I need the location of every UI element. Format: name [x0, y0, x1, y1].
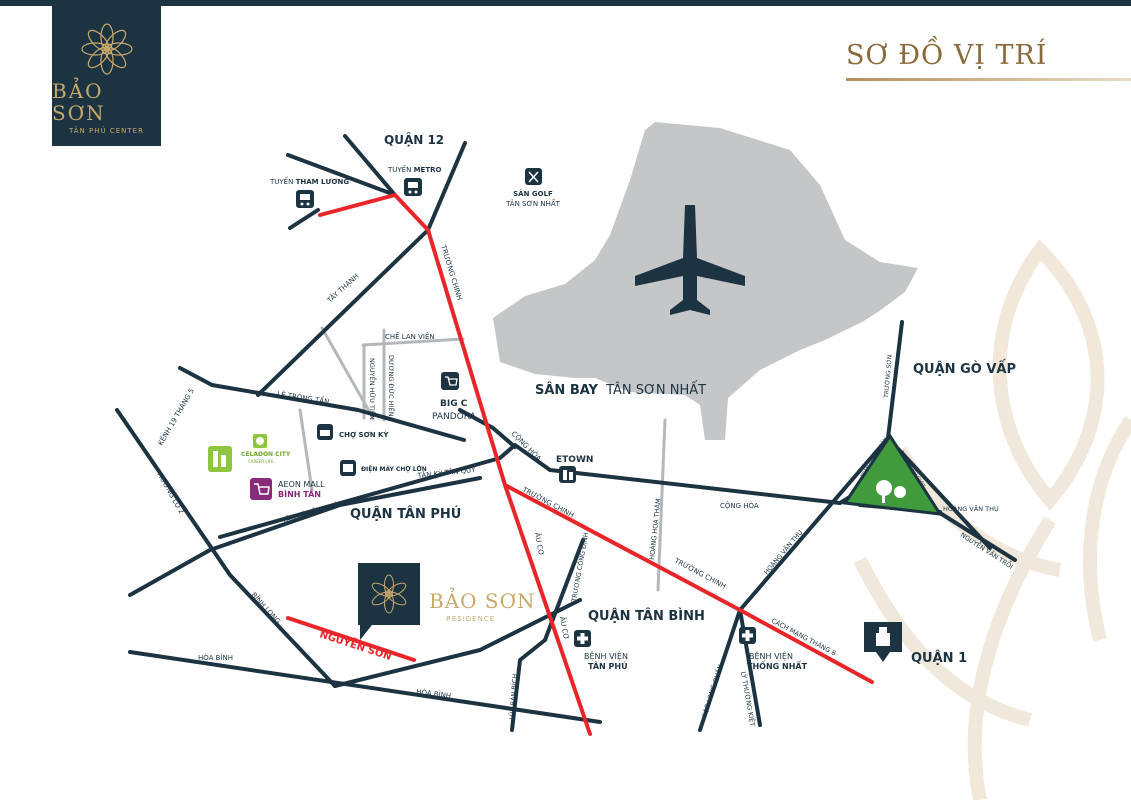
- road-label-huong-lo-2: HƯƠNG LỘ 2: [155, 471, 186, 516]
- hospital-icon: [574, 630, 591, 647]
- road-label-hoang-van-thu-2: HOÀNG VĂN THỤ: [943, 504, 999, 513]
- landmark-icon: [864, 622, 902, 662]
- road-label-duong-duc-hien: DƯƠNG ĐỨC HIỀN: [387, 355, 397, 417]
- project-name: BẢO SƠN: [429, 587, 536, 613]
- minor-roads: [298, 326, 667, 592]
- road-label-au-co-2: ÂU CƠ: [558, 616, 571, 641]
- poi-metro[interactable]: TUYẾN METRO: [387, 164, 441, 196]
- district-label-go-vap: QUẬN GÒ VẤP: [913, 359, 1016, 377]
- poi-etown[interactable]: ETOWN: [556, 455, 593, 483]
- airport-label-bold: SÂN BAY: [535, 382, 599, 398]
- airport-label: SÂN BAY TÂN SƠN NHẤT: [535, 381, 706, 398]
- highlight-roads: [286, 193, 874, 736]
- poi-cho-son-ky-label: CHỢ SƠN KỲ: [339, 430, 389, 439]
- top-bar: [0, 0, 1131, 6]
- project-marker[interactable]: BẢO SƠN RESIDENCE: [358, 563, 536, 640]
- background-lotus-pattern: [853, 239, 1131, 800]
- poi-cho-son-ky[interactable]: CHỢ SƠN KỲ: [317, 424, 389, 440]
- poi-etown-label: ETOWN: [556, 455, 593, 465]
- road-label-nguyen-huu-tien: NGUYỄN HỮU TIẾN: [368, 358, 378, 420]
- road-label-che-lan-vien: CHẾ LAN VIÊN: [385, 331, 435, 341]
- poi-celadon-label-2: CAREER LIFE: [248, 459, 274, 464]
- appliance-store-icon: [340, 460, 356, 476]
- brand-logo: BẢO SƠN TÂN PHÚ CENTER: [52, 6, 161, 146]
- road-label-hoa-binh-2: HÒA BÌNH: [416, 687, 452, 700]
- poi-bv-tan-phu-label-2: TÂN PHÚ: [588, 660, 628, 671]
- road-label-binh-long: BÌNH LONG: [250, 590, 283, 625]
- poi-golf-label-1: SÂN GOLF: [513, 189, 553, 198]
- poi-bv-tan-phu-label-1: BỆNH VIỆN: [584, 650, 628, 662]
- lotus-logo-icon: [80, 23, 133, 75]
- poi-golf-label-2: TÂN SƠN NHẤT: [505, 198, 561, 208]
- project-lotus-icon: [371, 574, 407, 614]
- aeon-cart-icon: [250, 478, 272, 500]
- celadon-logo-icon: [253, 434, 267, 448]
- road-label-au-co-1: ÂU CƠ: [533, 532, 546, 557]
- road-label-hoang-van-thu: HOÀNG VĂN THỤ: [762, 528, 805, 577]
- poi-bigc-label-1: BIG C: [440, 399, 468, 409]
- road-label-nguyen-son: NGUYỄN SƠN: [318, 626, 394, 663]
- airplane-icon: [635, 205, 745, 315]
- road-label-truong-chinh-1: TRƯỜNG CHINH: [520, 484, 576, 519]
- building-green-icon: [208, 446, 232, 472]
- road-label-luy-ban-bich: LŨY BÁN BÍCH: [507, 673, 519, 720]
- poi-quan-1-marker[interactable]: [864, 622, 902, 662]
- project-pin-icon: [358, 563, 420, 640]
- poi-metro-label: TUYẾN METRO: [387, 164, 441, 174]
- road-label-cong-hoa-2: CỘNG HÒA: [720, 501, 759, 510]
- road-label-truong-son: TRƯỜNG SƠN: [883, 354, 894, 399]
- page-title: SƠ ĐỒ VỊ TRÍ: [846, 40, 1048, 71]
- airport-label-rest: TÂN SƠN NHẤT: [605, 381, 706, 398]
- airport-area: [493, 122, 918, 440]
- poi-aeon[interactable]: AEON MALL BÌNH TÂN: [250, 478, 325, 500]
- project-subtitle: RESIDENCE: [446, 615, 495, 623]
- poi-bv-tan-phu[interactable]: BỆNH VIỆN TÂN PHÚ: [574, 630, 628, 671]
- hospital-icon: [739, 627, 756, 644]
- office-building-icon: [559, 466, 576, 483]
- market-icon: [317, 424, 333, 440]
- poi-aeon-label-2: BÌNH TÂN: [278, 488, 321, 499]
- road-label-lac-long-quan: LẠC LONG QUÂN: [699, 663, 724, 718]
- poi-bv-thong-nhat-label-1: BỆNH VIỆN: [749, 650, 793, 662]
- poi-dien-may-label: ĐIỆN MÁY CHỢ LỚN: [361, 465, 427, 473]
- title-rule: [846, 78, 1131, 81]
- poi-bigc-label-2: PANDORA: [432, 412, 477, 422]
- shopping-cart-icon: [441, 372, 459, 390]
- poi-bv-thong-nhat-label-2: THỐNG NHẤT: [747, 659, 808, 671]
- district-label-tan-phu: QUẬN TÂN PHÚ: [350, 506, 461, 522]
- golf-icon: [525, 168, 542, 185]
- road-label-tan-ky-tan-quy-2: TÂN KỲ TÂN QUÝ: [280, 500, 340, 525]
- poi-tham-luong-label: TUYẾN THAM LƯƠNG: [269, 176, 349, 186]
- road-label-hoa-binh-1: HÒA BÌNH: [198, 653, 233, 662]
- poi-aeon-label-1: AEON MALL: [278, 480, 325, 489]
- district-label-q12: QUẬN 12: [384, 132, 444, 147]
- road-label-le-trong-tan: LÊ TRỌNG TẤN: [277, 388, 330, 406]
- park-area: [842, 433, 943, 516]
- train-icon: [296, 190, 314, 208]
- road-label-kenh-19-5: KÊNH 19 THÁNG 5: [156, 387, 196, 447]
- poi-celadon-label-1: CELADON CITY: [241, 451, 291, 458]
- poi-dien-may[interactable]: ĐIỆN MÁY CHỢ LỚN: [340, 460, 427, 476]
- poi-golf[interactable]: SÂN GOLF TÂN SƠN NHẤT: [505, 168, 561, 208]
- poi-celadon[interactable]: CELADON CITY CAREER LIFE: [208, 434, 291, 472]
- logo-brand-name: BẢO SƠN: [52, 79, 106, 125]
- district-label-tan-binh: QUẬN TÂN BÌNH: [588, 608, 705, 624]
- poi-tham-luong[interactable]: TUYẾN THAM LƯƠNG: [269, 176, 349, 208]
- poi-bigc[interactable]: BIG C PANDORA: [432, 372, 477, 422]
- metro-train-icon: [404, 178, 422, 196]
- district-label-q1: QUẬN 1: [911, 650, 967, 666]
- road-label-truong-chinh-2: TRƯỜNG CHINH: [672, 555, 728, 590]
- poi-bv-thong-nhat[interactable]: BỆNH VIỆN THỐNG NHẤT: [739, 627, 808, 671]
- logo-subtitle: TÂN PHÚ CENTER: [69, 127, 144, 135]
